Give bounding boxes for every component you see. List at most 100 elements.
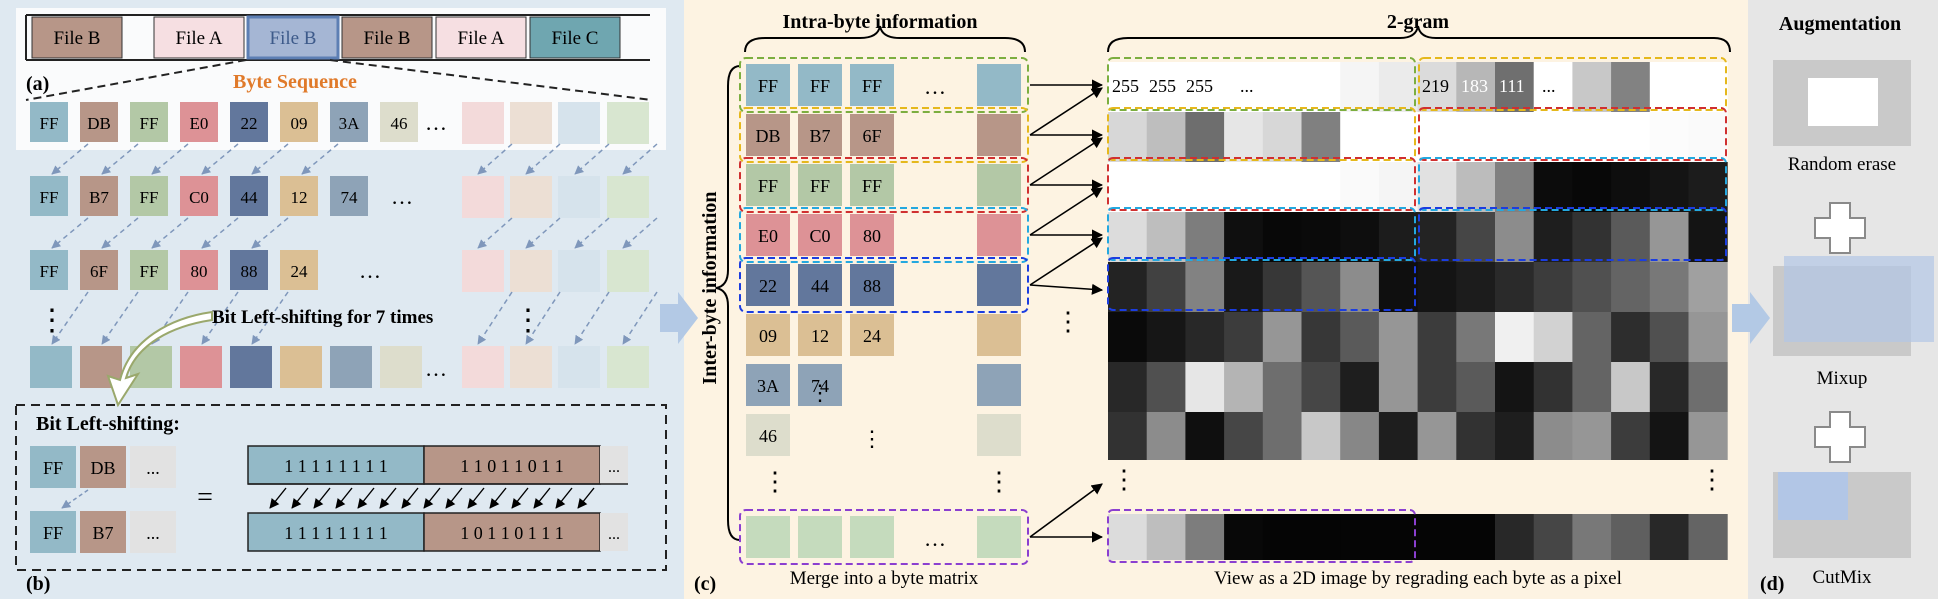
panel-b-byte: B7 xyxy=(92,523,113,543)
matrix-vdots-left: ⋮ xyxy=(762,467,788,496)
image-pixel xyxy=(1417,362,1457,412)
image-pixel xyxy=(1572,362,1612,412)
image-pixel xyxy=(1533,412,1573,460)
matrix-row-frame xyxy=(739,57,1029,113)
image-pixel xyxy=(1456,262,1496,312)
shift-arrow xyxy=(51,217,89,249)
image-pixel xyxy=(1146,212,1186,262)
image-pixel xyxy=(1146,412,1186,460)
matrix-row-frame xyxy=(739,107,1029,163)
row-1-ellipsis: … xyxy=(391,184,413,209)
image-vdots-right: ⋮ xyxy=(1699,465,1725,494)
matrix-last-col-cell xyxy=(977,364,1021,406)
panel-b-cell xyxy=(80,511,126,553)
matrix-byte: C0 xyxy=(809,226,830,246)
intra-byte-title: Intra-byte information xyxy=(783,11,978,33)
matrix-byte: DB xyxy=(755,126,780,146)
image-pixel xyxy=(1533,312,1573,362)
plus-icon-2 xyxy=(1814,411,1866,463)
matrix-cell xyxy=(850,114,894,156)
row-0-faded-cell xyxy=(462,102,504,144)
augmentation-title: Augmentation xyxy=(1779,13,1901,35)
row-to-image-arrow xyxy=(1029,237,1103,286)
image-pixel xyxy=(1301,62,1341,112)
shift-arrow xyxy=(574,143,610,175)
image-pixel xyxy=(1301,212,1341,262)
matrix-byte: 46 xyxy=(759,426,777,446)
image-row-frame xyxy=(1107,157,1416,211)
shift-arrow xyxy=(477,143,513,175)
row-2-byte: 88 xyxy=(241,262,258,281)
file-block xyxy=(529,16,621,59)
cutmix-patch xyxy=(1778,472,1848,520)
image-pixel xyxy=(1108,412,1148,460)
image-row-frame xyxy=(1107,107,1416,161)
image-pixel xyxy=(1495,514,1535,560)
image-pixel xyxy=(1224,62,1264,112)
shift-arrow xyxy=(477,217,513,249)
image-pixel xyxy=(1378,514,1419,560)
image-pixel xyxy=(1185,212,1225,262)
shift-arrow xyxy=(477,291,513,345)
file-label: File B xyxy=(270,28,317,49)
image-pixel xyxy=(1495,162,1535,212)
matrix-byte: FF xyxy=(758,76,778,96)
matrix-byte: 80 xyxy=(863,226,881,246)
row-last-cell xyxy=(330,346,372,388)
row-0-faded-cell xyxy=(510,102,552,144)
image-pixel xyxy=(1185,412,1225,460)
image-pixel xyxy=(1146,312,1186,362)
image-pixel xyxy=(1301,262,1341,312)
panel-a-label: (a) xyxy=(26,73,49,95)
row-0-cell xyxy=(130,102,168,142)
matrix-last-col-cell xyxy=(977,64,1021,106)
image-pixel xyxy=(1649,112,1689,162)
matrix-byte: B7 xyxy=(809,126,830,146)
image-pixel xyxy=(1649,412,1689,460)
row-last-cell xyxy=(230,346,272,388)
row-last-cell xyxy=(30,346,72,388)
row-1-faded-cell xyxy=(462,176,504,218)
image-pixel xyxy=(1340,412,1380,460)
image-pixel xyxy=(1572,262,1612,312)
image-pixel xyxy=(1108,514,1148,560)
bits-b: 1 0 1 1 0 1 1 1 xyxy=(460,523,564,543)
row-0-cell xyxy=(180,102,218,142)
image-pixel xyxy=(1495,112,1535,162)
shift-arrow xyxy=(622,143,658,175)
image-pixel xyxy=(1224,162,1264,212)
matrix-byte: 88 xyxy=(863,276,881,296)
image-pixel xyxy=(1146,62,1186,112)
image-pixel xyxy=(1146,362,1186,412)
image-pixel xyxy=(1340,362,1380,412)
shift-arrow xyxy=(101,291,139,345)
image-pixel xyxy=(1262,362,1302,412)
ngram-brace xyxy=(1107,25,1731,53)
image-pixel xyxy=(1378,62,1419,112)
image-pixel xyxy=(1185,362,1225,412)
image-pixel xyxy=(1417,112,1457,162)
panel-b-byte: FF xyxy=(43,523,63,543)
bit-shift-arrow xyxy=(467,487,485,509)
row-1-faded-cell xyxy=(607,176,649,218)
image-pixel xyxy=(1649,514,1689,560)
caption-left: Merge into a byte matrix xyxy=(790,568,979,589)
matrix-row-ellipsis: … xyxy=(924,74,946,99)
image-pixel xyxy=(1533,62,1573,112)
row-1-byte: FF xyxy=(40,188,59,207)
matrix-byte: FF xyxy=(758,176,778,196)
shift-arrow xyxy=(574,217,610,249)
row-0-byte: FF xyxy=(40,114,59,133)
file-label: File B xyxy=(54,28,101,49)
row-1-byte: 74 xyxy=(341,188,359,207)
pixel-value: 183 xyxy=(1461,76,1488,96)
image-pixel xyxy=(1688,212,1728,262)
image-pixel xyxy=(1378,412,1419,460)
row-0-cell xyxy=(230,102,268,142)
image-pixel xyxy=(1417,212,1457,262)
row-2-faded-cell xyxy=(607,250,649,292)
shift-arrow xyxy=(101,217,139,249)
mixup-label: Mixup xyxy=(1817,368,1868,389)
matrix-cell xyxy=(746,414,790,456)
row-2-cell xyxy=(80,250,118,290)
